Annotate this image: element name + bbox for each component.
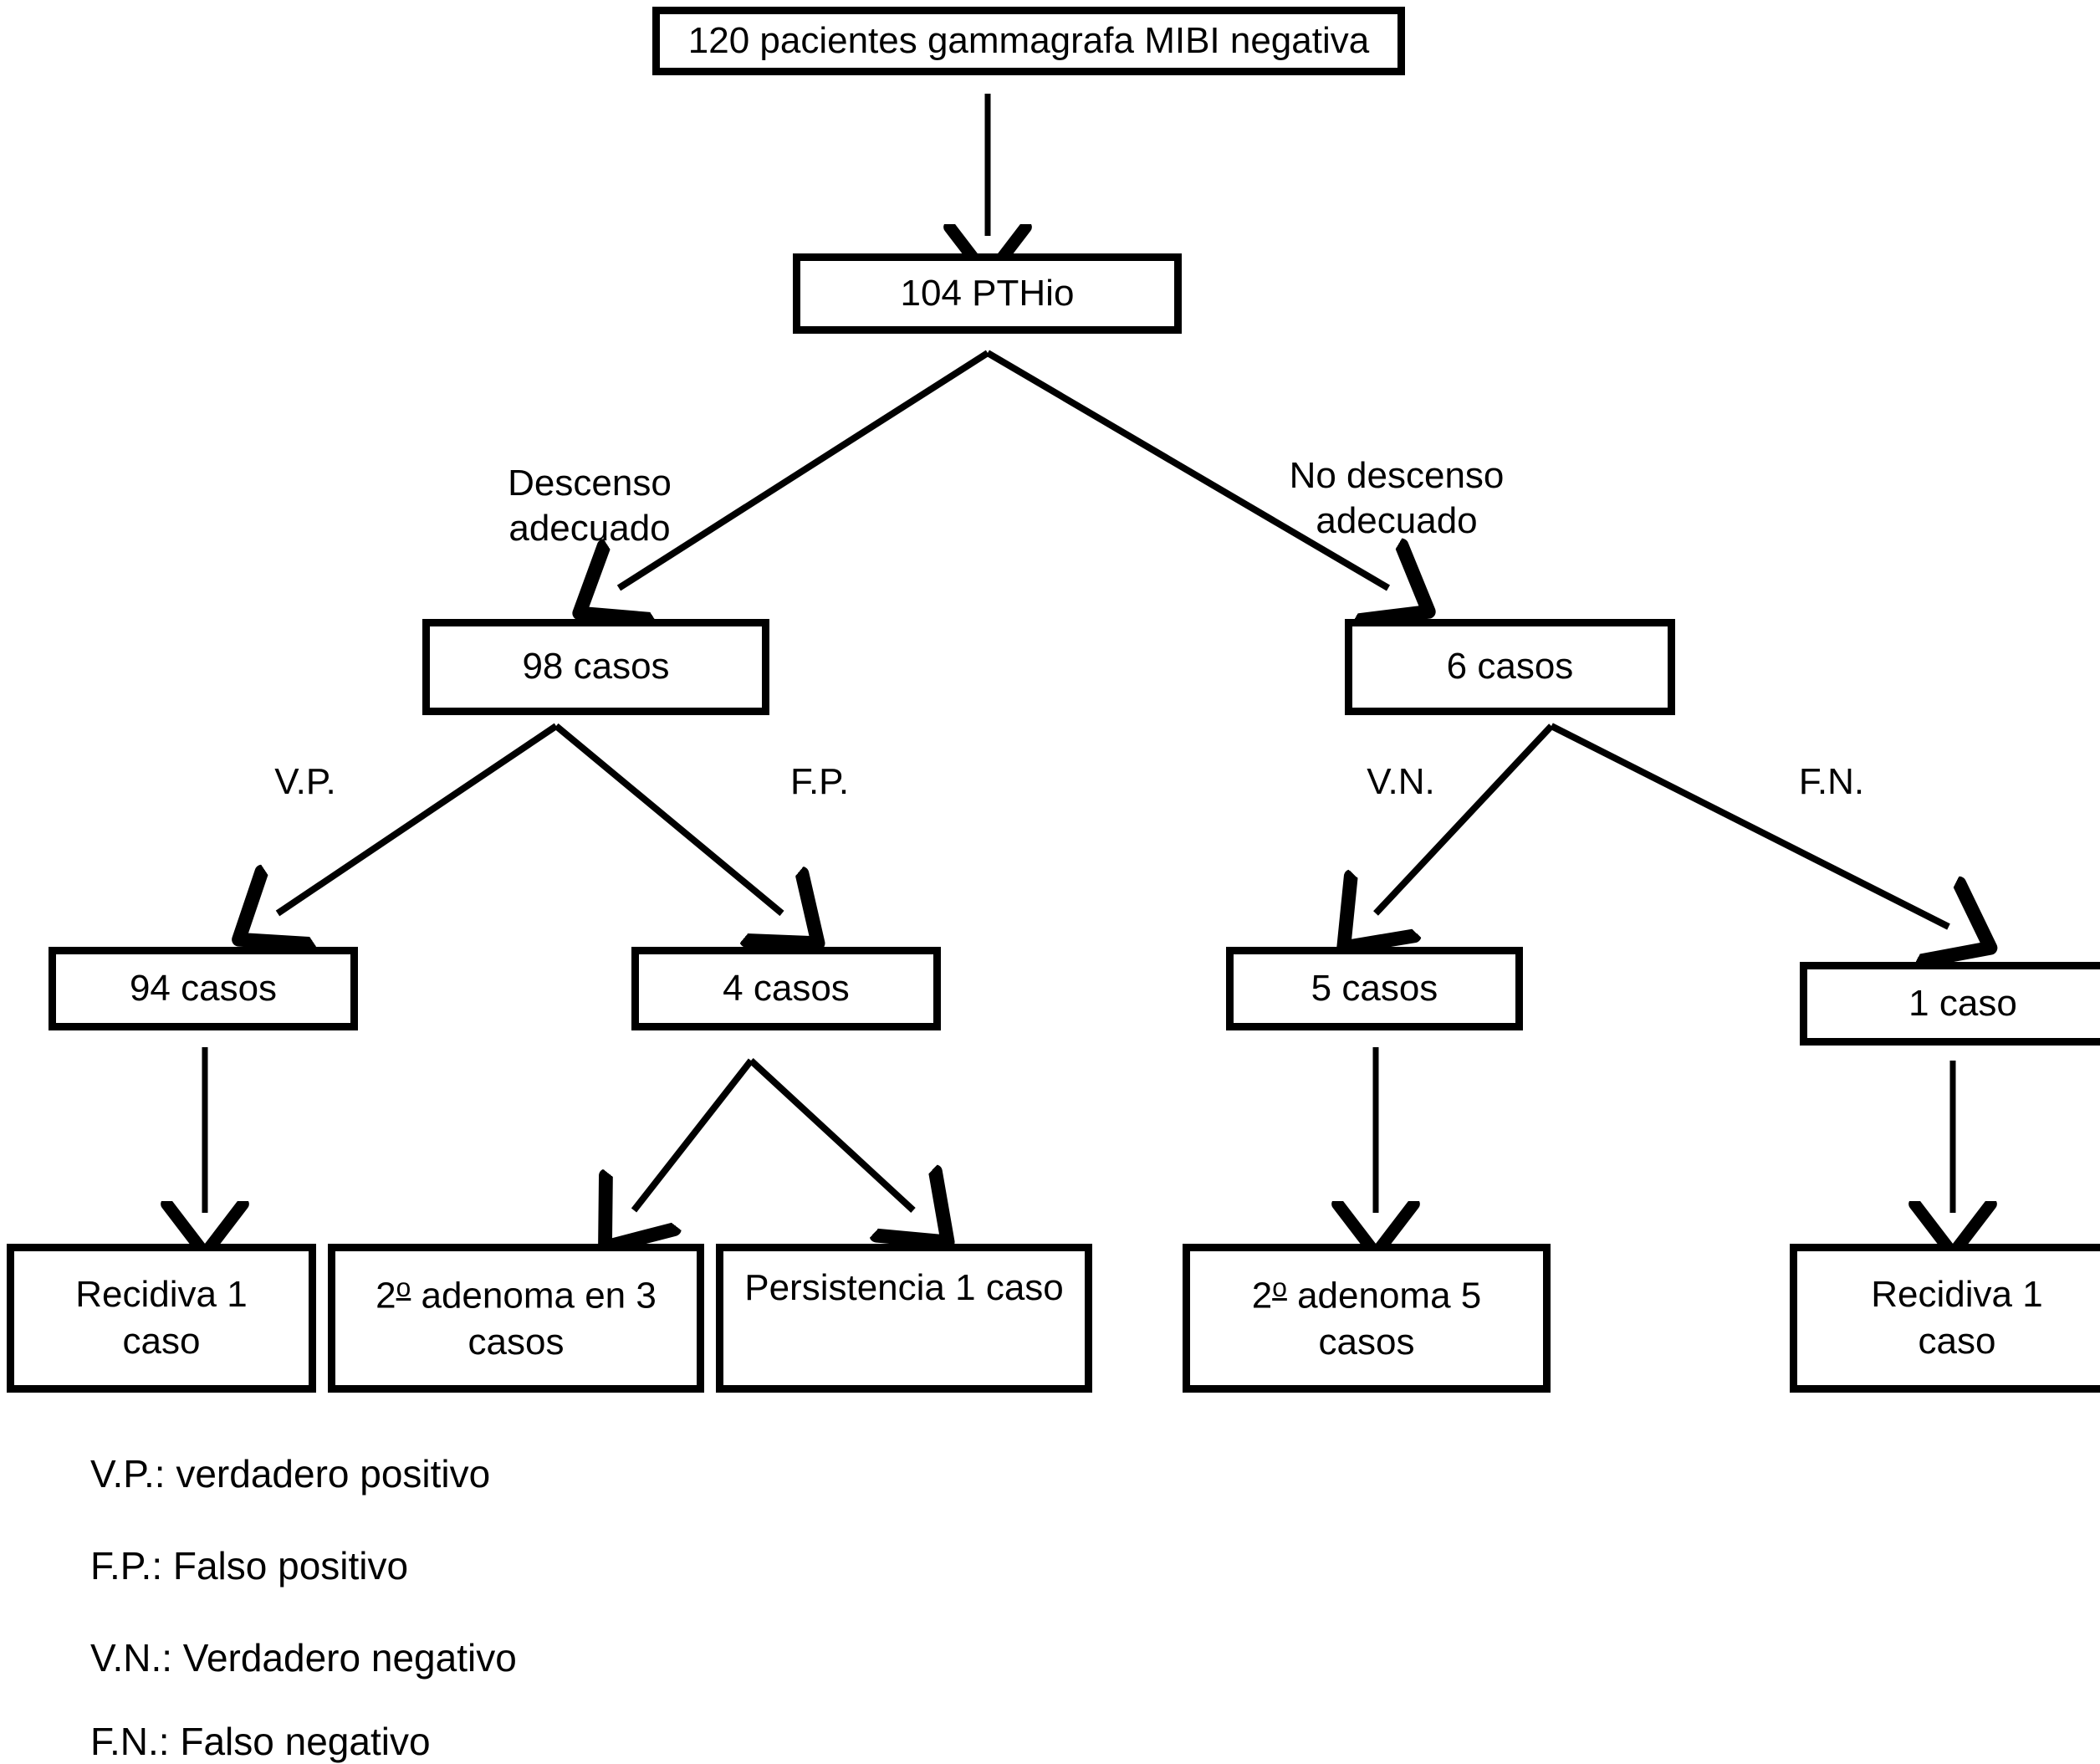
edge-4casos-to-adenoma3 [634, 1058, 754, 1210]
edge-4casos-to-persistencia [749, 1058, 913, 1210]
edge-98casos-to-94casos [278, 723, 559, 913]
edge-6casos-to-5casos [1376, 723, 1554, 913]
legend-item-vp: V.P.: verdadero positivo [90, 1452, 491, 1496]
node-4-casos: 4 casos [631, 947, 941, 1030]
node-94-casos: 94 casos [49, 947, 358, 1030]
node-recidiva-vp-label: Recidiva 1 caso [75, 1273, 248, 1362]
node-98-casos-label: 98 casos [522, 646, 670, 688]
node-94-casos-label: 94 casos [129, 967, 278, 1009]
node-root: 120 pacientes gammagrafa MIBI negativa [652, 7, 1405, 75]
node-98-casos: 98 casos [422, 619, 769, 715]
node-adenoma-3-casos: 2o adenoma en 3 casos [328, 1244, 704, 1393]
edge-label-no-descenso-adecuado: No descenso adecuado [1289, 455, 1505, 541]
legend-item-fp: F.P.: Falso positivo [90, 1544, 409, 1588]
edge-pthio-to-6casos [985, 350, 1388, 588]
node-persistencia-label: Persistencia 1 caso [744, 1267, 1064, 1308]
node-adenoma-5-casos: 2o adenoma 5 casos [1183, 1244, 1551, 1393]
node-root-label: 120 pacientes gammagrafa MIBI negativa [687, 19, 1370, 61]
node-adenoma-5-casos-label: 2o adenoma 5 casos [1251, 1271, 1482, 1363]
edge-label-descenso-adecuado: Descenso adecuado [508, 463, 672, 549]
edge-label-fn: F.N. [1798, 761, 1865, 802]
ordinal-indicator: o [1272, 1271, 1287, 1302]
node-recidiva-fn-label: Recidiva 1 caso [1871, 1273, 2043, 1362]
node-1-caso-label: 1 caso [1908, 982, 2017, 1024]
edge-6casos-to-1caso [1550, 723, 1949, 927]
edge-98casos-to-4casos [554, 723, 782, 913]
node-6-casos: 6 casos [1345, 619, 1675, 715]
node-1-caso: 1 caso [1800, 962, 2100, 1046]
node-5-casos: 5 casos [1226, 947, 1523, 1030]
node-persistencia: Persistencia 1 caso [716, 1244, 1092, 1393]
legend-item-fn: F.N.: Falso negativo [90, 1720, 431, 1763]
node-6-casos-label: 6 casos [1446, 646, 1574, 688]
node-5-casos-label: 5 casos [1311, 967, 1438, 1009]
node-4-casos-label: 4 casos [723, 967, 850, 1009]
node-recidiva-vp: Recidiva 1 caso [7, 1244, 316, 1393]
edge-label-vn: V.N. [1367, 761, 1435, 802]
edge-pthio-to-98casos [619, 350, 990, 588]
node-pthio-label: 104 PTHio [900, 272, 1075, 314]
edge-label-vp: V.P. [274, 761, 336, 802]
node-adenoma-3-casos-label: 2o adenoma en 3 casos [376, 1271, 657, 1363]
legend-item-vn: V.N.: Verdadero negativo [90, 1636, 517, 1680]
edge-label-fp: F.P. [789, 761, 850, 802]
ordinal-indicator: o [396, 1271, 411, 1302]
node-recidiva-fn: Recidiva 1 caso [1790, 1244, 2100, 1393]
node-pthio: 104 PTHio [793, 253, 1182, 334]
